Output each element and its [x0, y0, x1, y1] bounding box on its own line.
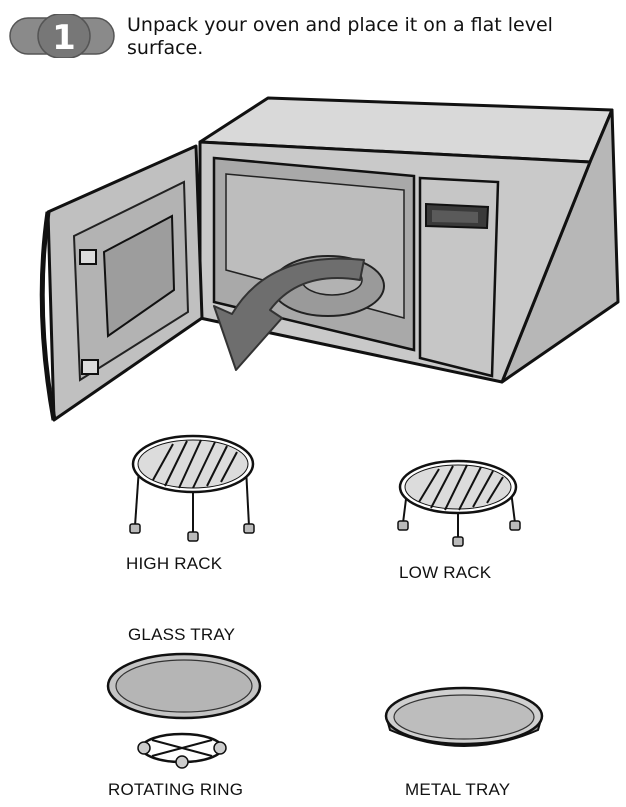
- glass-tray-label: GLASS TRAY: [128, 625, 236, 644]
- display-screen: [432, 210, 478, 223]
- low-rack-label: LOW RACK: [399, 563, 492, 582]
- door-edge: [39, 211, 57, 421]
- step-instruction: Unpack your oven and place it on a flat …: [127, 14, 553, 59]
- metal-tray-label: METAL TRAY: [405, 780, 511, 799]
- rotating-ring-label: ROTATING RING: [108, 780, 244, 799]
- door-latch-bottom: [81, 359, 99, 375]
- high-rack-illustration: [129, 434, 255, 542]
- rotating-ring-illustration: [137, 732, 227, 769]
- step-number-badge: 1: [9, 14, 115, 58]
- step-number: 1: [52, 18, 76, 58]
- microwave-oven-illustration: [39, 96, 620, 422]
- low-rack-illustration: [397, 459, 521, 547]
- door-window: [102, 214, 176, 338]
- door-latch-top: [79, 249, 97, 265]
- high-rack-label: HIGH RACK: [126, 554, 223, 573]
- glass-tray-illustration: [106, 652, 262, 769]
- metal-tray-illustration: [384, 686, 544, 747]
- unpack-arrow: [213, 257, 365, 371]
